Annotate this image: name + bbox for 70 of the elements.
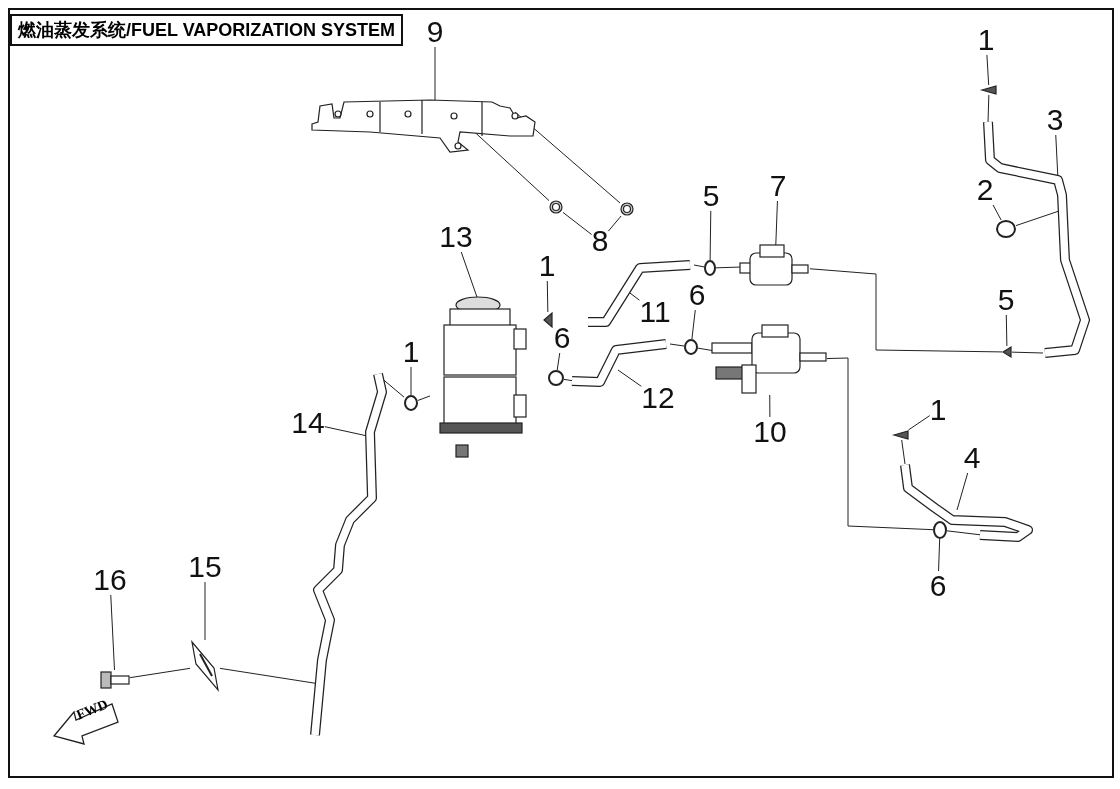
- leader-line: [417, 395, 431, 401]
- leader-line: [709, 210, 712, 261]
- nut-icon: [549, 200, 563, 214]
- ring-icon: [404, 395, 418, 411]
- leader-line: [607, 215, 622, 232]
- callout-number: 12: [641, 383, 675, 413]
- leader-line: [1011, 351, 1044, 354]
- valve-drawing: [712, 325, 827, 395]
- callout-number: 14: [291, 408, 325, 438]
- leader-line: [769, 394, 771, 418]
- leader-line: [986, 54, 990, 86]
- clip-icon: [543, 312, 553, 328]
- leader-line: [907, 415, 931, 431]
- leader-line: [938, 538, 941, 572]
- leader-line: [434, 46, 436, 101]
- callout-number: 1: [929, 395, 947, 425]
- callout-number: 15: [188, 552, 222, 582]
- leader-line: [562, 211, 593, 236]
- leader-line: [987, 94, 990, 123]
- leader-line: [617, 369, 642, 387]
- callout-number: 5: [702, 181, 720, 211]
- leader-line: [410, 366, 412, 396]
- leader-line: [715, 266, 741, 269]
- callout-number: 6: [929, 571, 947, 601]
- callout-number: 5: [997, 285, 1015, 315]
- plate-icon: [190, 640, 220, 692]
- leader-line: [514, 111, 621, 204]
- callout-number: 1: [538, 251, 556, 281]
- bolt-icon: [100, 670, 130, 690]
- valve-drawing: [740, 245, 810, 287]
- leader-line: [1005, 314, 1008, 347]
- callout-number: 1: [977, 25, 995, 55]
- leader-line: [129, 667, 191, 679]
- callout-number: 10: [753, 417, 787, 447]
- leader-line: [691, 309, 696, 340]
- leader-line: [697, 347, 713, 351]
- leader-line: [946, 530, 983, 536]
- callout-number: 11: [639, 297, 671, 327]
- callout-number: 16: [93, 565, 127, 595]
- leader-line: [992, 204, 1002, 221]
- diagram-title: 燃油蒸发系统/FUEL VAPORIZATION SYSTEM: [10, 14, 403, 46]
- callout-number: 6: [553, 323, 571, 353]
- leader-line: [826, 357, 934, 531]
- ring-icon: [548, 370, 564, 386]
- leader-line: [956, 472, 969, 511]
- leader-line: [204, 581, 206, 641]
- leader-line: [809, 268, 1003, 353]
- leader-line: [693, 264, 705, 268]
- leader-line: [110, 594, 115, 671]
- leader-line: [546, 280, 549, 313]
- leader-line: [669, 343, 685, 347]
- callout-number: 1: [402, 337, 420, 367]
- callout-number: 13: [439, 222, 473, 252]
- ring-icon: [684, 339, 698, 355]
- leader-line: [901, 439, 906, 465]
- clip-icon: [893, 430, 909, 440]
- callout-number: 3: [1046, 105, 1064, 135]
- leader-line: [556, 352, 561, 371]
- leader-line: [775, 200, 778, 246]
- callout-number: 8: [591, 226, 609, 256]
- clip-icon: [981, 85, 997, 95]
- callout-number: 6: [688, 280, 706, 310]
- callout-number: 2: [976, 175, 994, 205]
- leader-line: [563, 378, 575, 382]
- callout-number: 4: [963, 443, 981, 473]
- callout-number: 9: [426, 17, 444, 47]
- sign-label: FWD: [74, 696, 111, 724]
- callout-number: 7: [769, 171, 787, 201]
- ring-icon: [704, 260, 716, 276]
- nut-icon: [620, 202, 634, 216]
